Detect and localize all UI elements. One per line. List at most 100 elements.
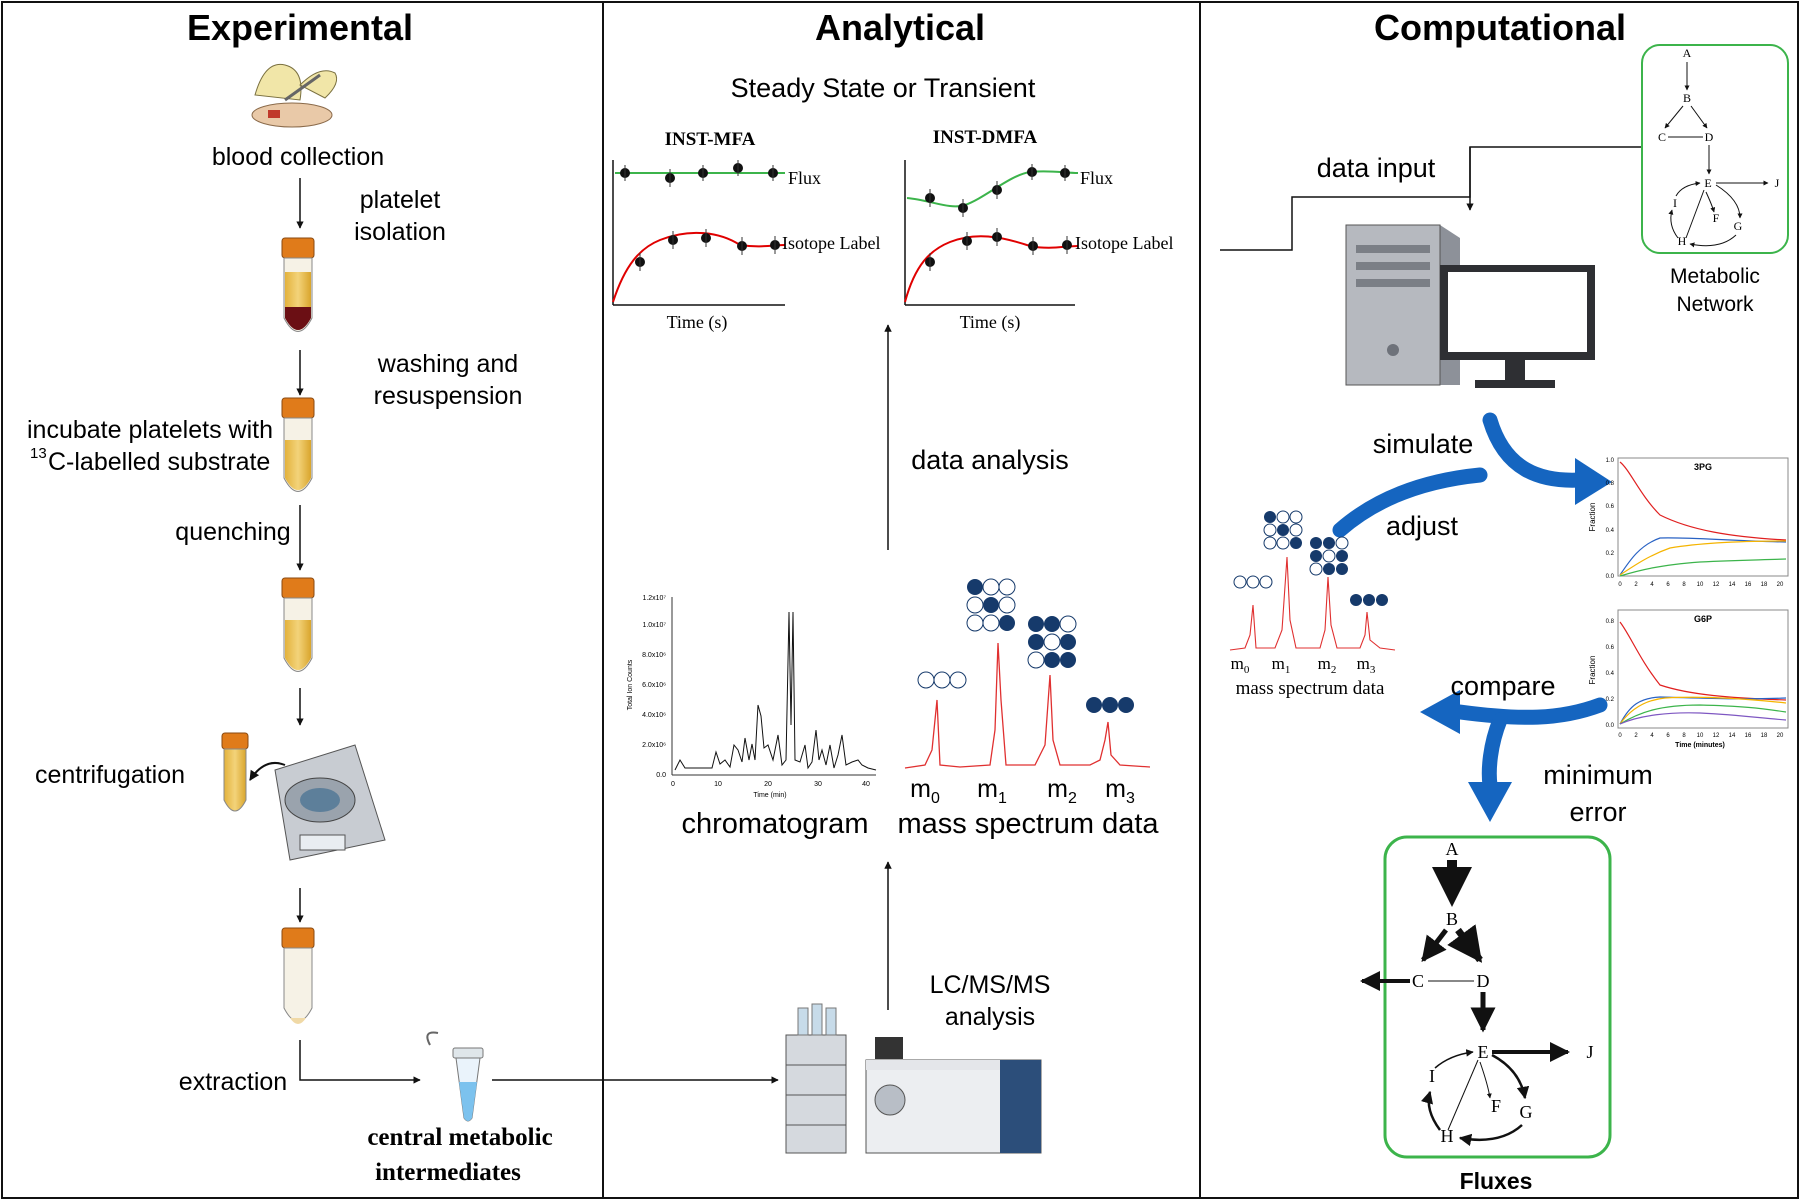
analytical-panel: Steady State or Transient INST-MFA Flux … <box>612 73 1173 1154</box>
mass-spectrum-trace <box>904 642 1151 769</box>
3pg-xtick: 12 <box>1713 582 1720 588</box>
3pg-ytick: 0.0 <box>1606 574 1615 580</box>
g6p-ytick: 0.2 <box>1606 697 1615 703</box>
tube-pellet <box>281 927 315 1024</box>
chromatogram-label: chromatogram <box>682 808 869 840</box>
data-input-label: data input <box>1317 153 1436 183</box>
incubate-line1: incubate platelets with <box>27 416 273 444</box>
computational-title: Computational <box>1374 7 1626 48</box>
3pg-xtick: 18 <box>1761 582 1768 588</box>
simulate-arrow <box>1482 412 1612 505</box>
3pg-ytick: 1.0 <box>1606 458 1615 464</box>
computational-panel: data input A B C D E F G <box>1220 44 1789 1194</box>
analytical-title: Analytical <box>815 7 985 48</box>
adjust-label: adjust <box>1386 511 1459 541</box>
chrom-xtick: 20 <box>764 781 772 788</box>
small-mass-spectrum-label: mass spectrum data <box>1236 678 1385 699</box>
g6p-xtick: 14 <box>1729 733 1736 739</box>
tube-separated-blood <box>281 237 315 332</box>
chrom-ytick: 4.0x10⁶ <box>642 712 666 719</box>
mfa-flux-label: Flux <box>788 168 821 188</box>
g6p-xtick: 4 <box>1650 733 1654 739</box>
chrom-xtick: 10 <box>714 781 722 788</box>
chrom-ylabel: Total Ion Counts <box>627 659 634 710</box>
intermediates-line2: intermediates <box>375 1159 521 1186</box>
peak-m1: m1 <box>977 775 1007 807</box>
chrom-xtick: 30 <box>814 781 822 788</box>
peak-m2: m2 <box>1047 775 1077 807</box>
minimum-error-line2: error <box>1569 797 1626 827</box>
chrom-ytick: 2.0x10⁶ <box>642 742 666 749</box>
g6p-xtick: 20 <box>1777 733 1784 739</box>
3pg-xtick: 4 <box>1650 582 1654 588</box>
small-peak-m0: m0 <box>1231 654 1250 676</box>
fluxes-network-box: A B C D E F G H I J <box>1360 835 1612 1159</box>
flux-node-c: C <box>1412 971 1424 991</box>
mass-spectrum-label: mass spectrum data <box>897 808 1159 840</box>
platelet-isolation-line2: isolation <box>354 218 446 246</box>
g6p-xtick: 8 <box>1682 733 1686 739</box>
3pg-xtick: 2 <box>1634 582 1638 588</box>
g6p-ytick: 0.4 <box>1606 671 1615 677</box>
3pg-xtick: 20 <box>1777 582 1784 588</box>
node-i: I <box>1673 196 1677 210</box>
chrom-ytick: 6.0x10⁶ <box>642 682 666 689</box>
3pg-ytick: 0.8 <box>1606 481 1615 487</box>
platelet-isolation-line1: platelet <box>360 186 441 214</box>
dmfa-flux-label: Flux <box>1080 168 1113 188</box>
3pg-xtick: 8 <box>1682 582 1686 588</box>
dmfa-time-label: Time (s) <box>960 312 1021 333</box>
3pg-ytick: 0.4 <box>1606 528 1615 534</box>
analytical-subtitle: Steady State or Transient <box>731 73 1036 103</box>
small-peak-m1: m1 <box>1272 654 1291 676</box>
lcms-line2: analysis <box>945 1003 1035 1031</box>
molecule-m3 <box>1086 697 1134 713</box>
g6p-ytick: 0.8 <box>1606 619 1615 625</box>
lcms-line1: LC/MS/MS <box>930 971 1051 999</box>
molecule-m1 <box>966 578 1016 632</box>
flux-node-f: F <box>1491 1096 1501 1116</box>
g6p-ytick: 0.0 <box>1606 723 1615 729</box>
flux-node-g: G <box>1520 1102 1533 1122</box>
small-mass-spectrum: m0 m1 m2 m3 <box>1229 510 1396 676</box>
chrom-xtick: 40 <box>862 781 870 788</box>
g6p-xtick: 16 <box>1745 733 1752 739</box>
adjust-arrow <box>1332 467 1488 538</box>
3pg-xtick: 14 <box>1729 582 1736 588</box>
node-d: D <box>1705 130 1714 144</box>
3pg-ytick: 0.6 <box>1606 504 1615 510</box>
plot-g6p-ylabel: Fraction <box>1588 656 1597 685</box>
g6p-xtick: 6 <box>1666 733 1670 739</box>
centrifugation-label: centrifugation <box>35 761 185 789</box>
plot-g6p-xlabel: Time (minutes) <box>1675 742 1725 749</box>
g6p-xtick: 10 <box>1697 733 1704 739</box>
node-j: J <box>1775 176 1780 190</box>
molecule-m2 <box>1027 615 1077 669</box>
node-h: H <box>1678 234 1687 248</box>
minimum-error-line1: minimum <box>1543 760 1653 790</box>
washing-line2: resuspension <box>374 382 523 410</box>
intermediates-line1: central metabolic <box>367 1124 552 1151</box>
ms-peak-labels: m0 m1 m2 m3 <box>910 775 1135 807</box>
mfa-isotope-label: Isotope Label <box>782 233 880 253</box>
dmfa-isotope-label: Isotope Label <box>1075 233 1173 253</box>
chrom-ytick: 0.0 <box>656 772 666 779</box>
chrom-yticks: 0.0 2.0x10⁶ 4.0x10⁶ 6.0x10⁶ 8.0x10⁶ 1.0x… <box>642 595 666 779</box>
data-analysis-label: data analysis <box>911 445 1069 475</box>
g6p-xtick: 2 <box>1634 733 1638 739</box>
flux-node-a: A <box>1446 839 1459 859</box>
peak-m0: m0 <box>910 775 940 807</box>
g6p-xtick: 18 <box>1761 733 1768 739</box>
3pg-xtick: 16 <box>1745 582 1752 588</box>
washing-line1: washing and <box>377 350 518 378</box>
chromatogram-trace <box>674 611 877 771</box>
molecule-m0 <box>917 671 967 689</box>
blood-collection-label: blood collection <box>212 143 384 171</box>
chrom-ytick: 1.2x10⁷ <box>642 595 666 602</box>
compare-arrow <box>1420 690 1608 822</box>
chrom-ytick: 1.0x10⁷ <box>642 622 666 629</box>
chrom-ytick: 8.0x10⁶ <box>642 652 666 659</box>
small-peak-m2: m2 <box>1318 654 1337 676</box>
fluxes-caption: Fluxes <box>1460 1168 1533 1194</box>
plot-3pg: 3PG Fraction 0.0 0.2 0.4 0.6 0.8 1.0 0 2… <box>1588 457 1789 588</box>
